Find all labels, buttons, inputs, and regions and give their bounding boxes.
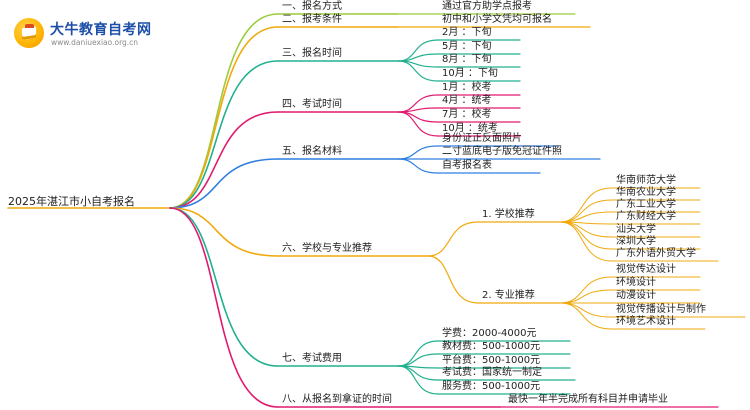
node-b-7c-1: 学费：2000-4000元 (442, 328, 537, 339)
node-b-6a-7: 广东外语外贸大学 (616, 248, 696, 259)
branch-connector-b5 (169, 158, 279, 209)
connector-b-6a-6 (559, 221, 613, 250)
node-b-3c-4: 10月 ：下旬 (442, 68, 498, 79)
branch-b3: 三、报名时间 (282, 48, 342, 59)
site-logo: 大牛教育自考网 www.daniuexiao.org.cn (14, 16, 154, 50)
connector-b-6a-7 (559, 221, 613, 262)
node-b-7c-3: 平台费：500-1000元 (442, 355, 541, 366)
connector-b-6a-1 (559, 187, 613, 223)
node-b-6b-5: 环境艺术设计 (616, 316, 676, 327)
node-b-6a-1: 华南师范大学 (616, 175, 676, 186)
connector-b-6a-2 (559, 199, 613, 223)
connector-b-7c-1 (397, 340, 439, 367)
node-b-6a-2: 华南农业大学 (616, 187, 676, 198)
node-b-6a-4: 广东财经大学 (616, 211, 676, 222)
connector-b-6b-5 (559, 302, 613, 330)
node-b-4c-3: 7月 ：校考 (442, 109, 492, 120)
node-b-3c-1: 2月 ：下旬 (442, 27, 492, 38)
node-b-6b: 2. 专业推荐 (482, 290, 535, 301)
connector-b-5c-1 (397, 145, 439, 160)
node-b-6b-1: 视觉传达设计 (616, 264, 676, 275)
branch-b6: 六、学校与专业推荐 (282, 243, 372, 254)
branch-b2: 二、报考条件 (282, 14, 342, 25)
connector-b-7c-5 (397, 365, 439, 395)
connector-b-6b-4 (559, 302, 613, 318)
node-b-7c-2: 教材费：500-1000元 (442, 341, 541, 352)
branch-connector-b7 (169, 207, 279, 367)
node-b-6b-2: 环境设计 (616, 277, 656, 288)
branch-b7: 七、考试费用 (282, 353, 342, 364)
connector-b-6b (427, 255, 479, 304)
logo-site-url: www.daniuexiao.org.cn (51, 38, 139, 47)
node-b-5c-3: 自考报名表 (442, 160, 492, 171)
node-b-5c-2: 二寸蓝底电子版免冠证件照 (442, 146, 562, 157)
branch-connector-b3 (169, 60, 279, 209)
node-b-8c-1: 最快一年半完成所有科目并申请毕业 (508, 394, 668, 405)
branch-b1: 一、报名方式 (282, 1, 342, 12)
connector-b-4c-2 (397, 107, 439, 113)
connector-b-4c-4 (397, 111, 439, 137)
connector-b-6b-2 (559, 289, 613, 304)
node-b-6a-5: 汕头大学 (616, 224, 656, 235)
connector-b-5c-3 (397, 158, 439, 174)
connector-b-3c-4 (397, 60, 439, 82)
branch-b8: 八、从报名到拿证的时间 (282, 394, 392, 405)
node-b-7c-5: 服务费：500-1000元 (442, 381, 541, 392)
node-b-1c-1: 通过官方助学点报考 (442, 1, 532, 12)
node-b-5c-1: 身份证正反面照片 (442, 133, 522, 144)
node-b-4c-4: 10月 ：统考 (442, 123, 498, 134)
branch-connector-b6 (169, 207, 279, 257)
node-b-3c-2: 5月 ：下旬 (442, 41, 492, 52)
branch-connector-b4 (169, 111, 279, 209)
connector-b-3c-1 (397, 39, 439, 62)
node-b-4c-2: 4月 ：统考 (442, 95, 492, 106)
branch-connector-b8 (169, 207, 279, 408)
branch-connector-b1 (169, 13, 279, 209)
branch-connector-b2 (169, 26, 279, 209)
node-b-6b-3: 动漫设计 (616, 290, 656, 301)
node-b-6b-4: 视觉传播设计与制作 (616, 304, 706, 315)
connector-b-7c-2 (397, 353, 439, 367)
node-b-6a: 1. 学校推荐 (482, 209, 535, 220)
node-b-4c-1: 1月 ：校考 (442, 82, 492, 93)
node-b-6a-3: 广东工业大学 (616, 199, 676, 210)
connector-b-6a (427, 221, 479, 257)
book-icon (14, 18, 44, 48)
root-topic: 2025年湛江市小自考报名 (8, 195, 135, 208)
node-b-6a-6: 深圳大学 (616, 236, 656, 247)
node-b-3c-3: 8月 ：下旬 (442, 54, 492, 65)
node-b-2c-1: 初中和小学文凭均可报名 (442, 14, 552, 25)
branch-b4: 四、考试时间 (282, 99, 342, 110)
logo-brand-name: 大牛教育自考网 (50, 22, 152, 38)
branch-b5: 五、报名材料 (282, 146, 342, 157)
node-b-7c-4: 考试费：国家统一制定 (442, 367, 542, 378)
